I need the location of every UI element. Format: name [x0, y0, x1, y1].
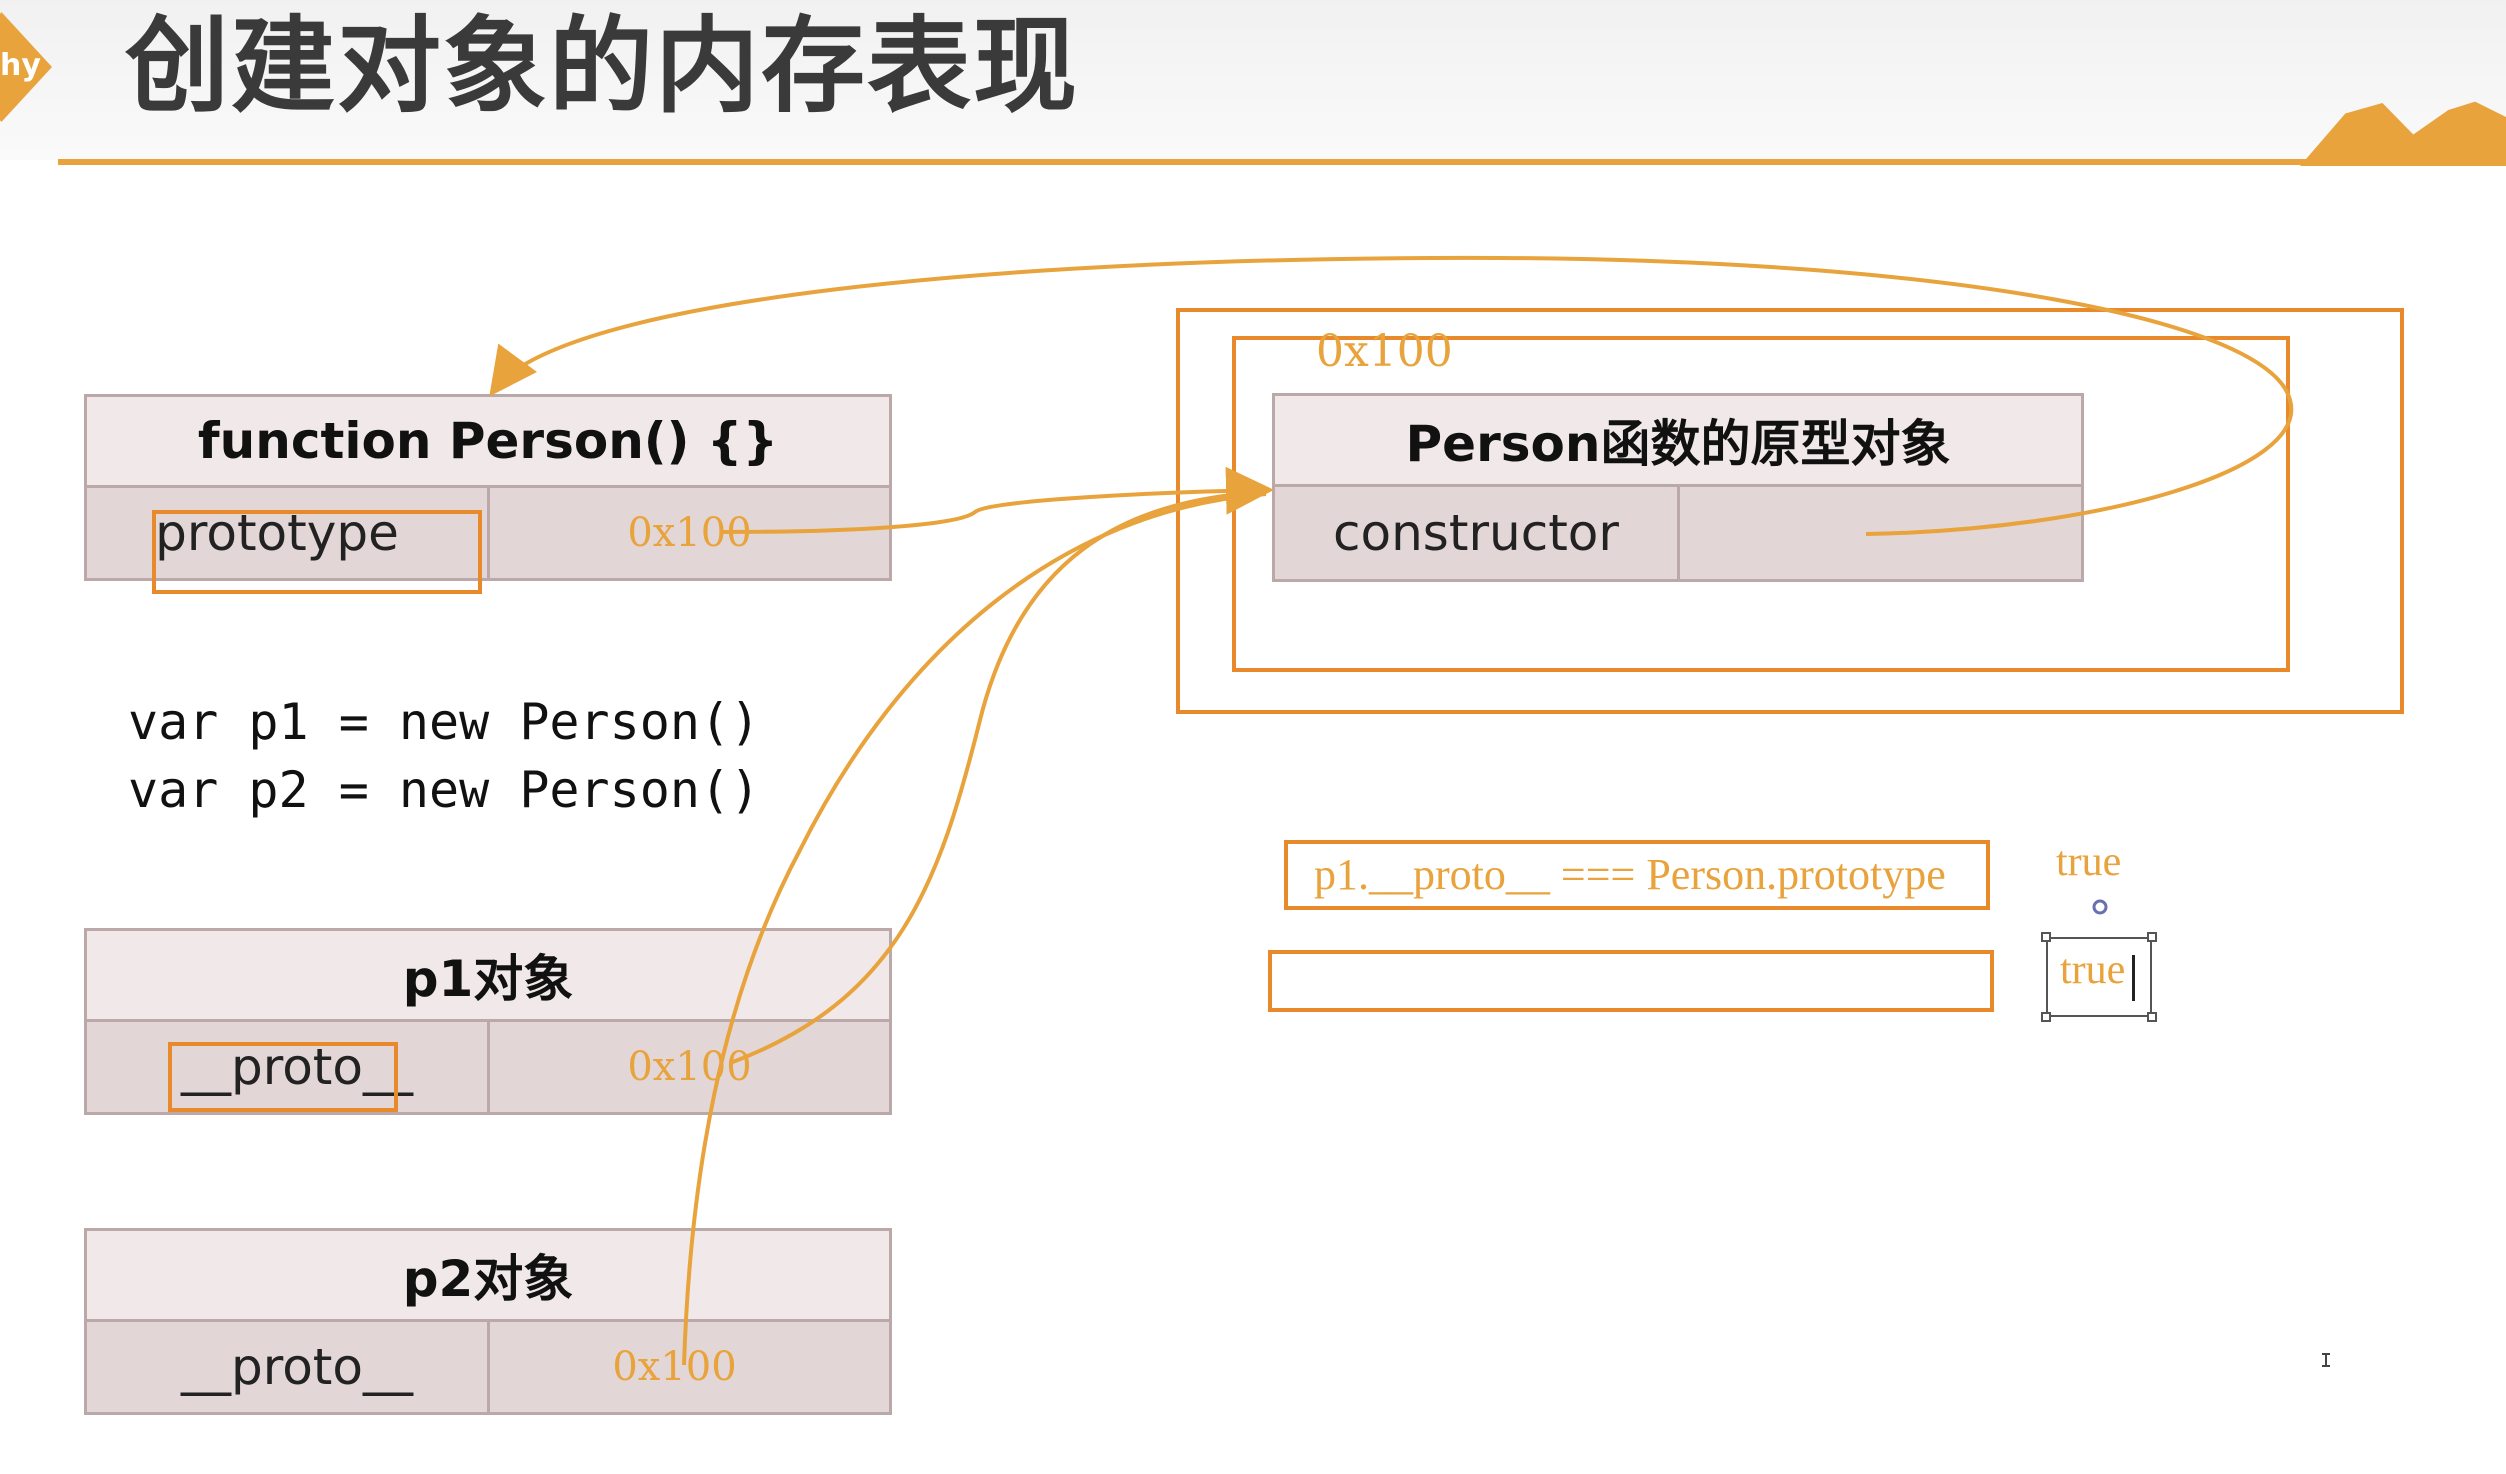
- p1-key-cell: __proto__: [84, 1019, 490, 1115]
- person-function-title: function Person() {}: [197, 412, 779, 470]
- header-background: [0, 0, 2506, 160]
- comparison-result: true: [2056, 839, 2122, 885]
- selection-handle-tl[interactable]: [2041, 932, 2051, 942]
- comparison-expression-box[interactable]: p1.__proto__ === Person.prototype: [1284, 840, 1990, 910]
- selection-handle-bl[interactable]: [2041, 1012, 2051, 1022]
- person-function-header: function Person() {}: [84, 394, 892, 488]
- text-selection-box[interactable]: [2046, 937, 2152, 1017]
- p1-value-cell: 0x100: [487, 1019, 892, 1115]
- prototype-object-title: Person函数的原型对象: [1405, 415, 1951, 473]
- p2-key: __proto__: [181, 1338, 413, 1396]
- p2-header: p2对象: [84, 1228, 892, 1322]
- prototype-address: 0x100: [1316, 326, 1453, 377]
- p1-title: p1对象: [402, 950, 574, 1008]
- p2-value: 0x100: [612, 1344, 737, 1390]
- p2-key-cell: __proto__: [84, 1319, 490, 1415]
- p2-title: p2对象: [402, 1250, 574, 1308]
- person-function-value-cell: 0x100: [487, 485, 892, 581]
- rotate-handle-icon[interactable]: [2092, 899, 2108, 915]
- arrow-prototype-to-object: [719, 466, 1274, 534]
- second-expression-box[interactable]: [1268, 950, 1994, 1012]
- code-line-1: var p1 = new Person(): [128, 693, 761, 751]
- code-line-2: var p2 = new Person(): [128, 761, 761, 819]
- prototype-key: constructor: [1333, 504, 1619, 562]
- p1-value: 0x100: [627, 1044, 752, 1090]
- p1-key: __proto__: [181, 1038, 413, 1096]
- prototype-highlight-box: [152, 510, 482, 594]
- prototype-outer-frame: [1176, 308, 2404, 714]
- arrow-p2-proto-to-object: [682, 492, 1267, 1366]
- p1-proto-highlight-box: [168, 1042, 398, 1112]
- text-caret: [2132, 955, 2135, 1001]
- slide-title: 创建对象的内存表现: [125, 5, 1080, 127]
- selection-handle-br[interactable]: [2147, 1012, 2157, 1022]
- prototype-key-cell: constructor: [1272, 484, 1680, 582]
- arrow-p1-proto-to-object: [729, 490, 1267, 1065]
- second-result[interactable]: true: [2060, 947, 2126, 993]
- logo-text: hy: [0, 48, 41, 83]
- selection-handle-tr[interactable]: [2147, 932, 2157, 942]
- person-function-key-cell: prototype: [84, 485, 490, 581]
- title-underline: [58, 159, 2506, 165]
- text-cursor-icon: [2322, 1353, 2330, 1367]
- code-block: var p1 = new Person() var p2 = new Person…: [128, 688, 760, 824]
- prototype-value-cell: [1677, 484, 2084, 582]
- comparison-expression: p1.__proto__ === Person.prototype: [1314, 850, 1946, 899]
- p2-value-cell: 0x100: [487, 1319, 892, 1415]
- arrow-constructor-to-function: [489, 255, 2294, 536]
